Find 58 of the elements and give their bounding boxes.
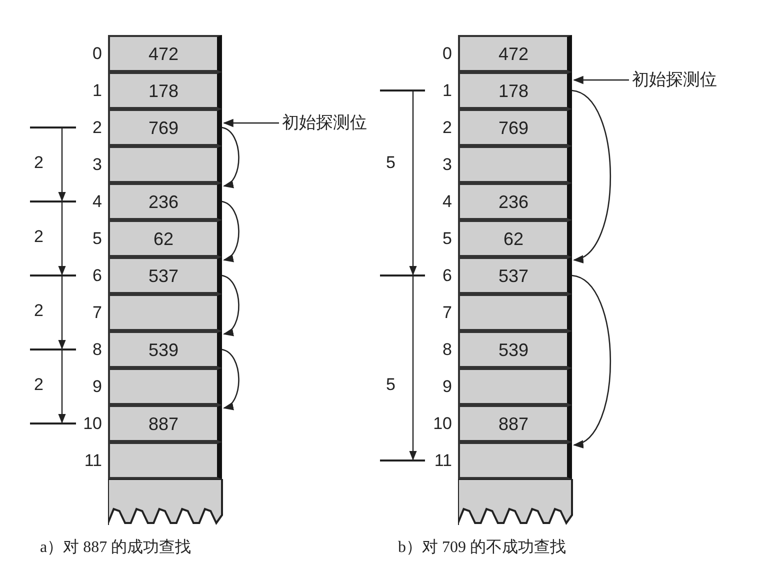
index-number: 6: [442, 267, 452, 284]
arrow: [222, 274, 240, 335]
index-number: 10: [83, 415, 102, 432]
index-number: 7: [442, 304, 452, 321]
cell-value: 539: [148, 340, 179, 358]
index-number: 8: [442, 341, 452, 358]
cell-value: 178: [148, 82, 179, 100]
step-label: 5: [386, 376, 396, 393]
index-number: 6: [92, 267, 102, 284]
step-label: 2: [34, 154, 44, 171]
cell-value: 539: [498, 340, 529, 358]
index-number: 10: [433, 415, 452, 432]
arrow: [572, 90, 612, 261]
cell-value: 472: [498, 44, 529, 62]
cell-value: 236: [498, 192, 529, 210]
step-label: 5: [386, 154, 396, 171]
index-number: 0: [92, 45, 102, 62]
index-number: 9: [442, 378, 452, 395]
index-number: 3: [442, 156, 452, 173]
step-label: 2: [34, 376, 44, 393]
cell-value: 769: [498, 118, 529, 136]
cell-value: 236: [148, 192, 179, 210]
pointer-label: 初始探测位: [282, 112, 367, 134]
cell-value: 769: [148, 118, 179, 136]
index-number: 4: [92, 193, 102, 210]
cell-value: 178: [498, 82, 529, 100]
caption: a）对 887 的成功查找: [40, 540, 192, 556]
index-number: 9: [92, 378, 102, 395]
index-number: 5: [442, 230, 452, 247]
index-number: 0: [442, 45, 452, 62]
arrow: [222, 118, 279, 128]
step-label: 2: [34, 302, 44, 319]
cell-value: 537: [498, 266, 529, 284]
index-number: 11: [84, 452, 102, 469]
index-number: 3: [92, 156, 102, 173]
cell-value: 62: [503, 230, 524, 248]
index-number: 2: [92, 119, 102, 136]
index-number: 11: [434, 452, 452, 469]
index-number: 4: [442, 193, 452, 210]
index-number: 8: [92, 341, 102, 358]
arrow: [572, 274, 612, 446]
caption: b）对 709 的不成功查找: [398, 540, 566, 556]
cell-value: 472: [148, 44, 179, 62]
index-number: 2: [442, 119, 452, 136]
arrow: [572, 76, 629, 84]
cell-value: 887: [498, 414, 529, 432]
cell-value: 537: [148, 266, 179, 284]
cell-value: 62: [153, 230, 174, 248]
index-number: 1: [92, 82, 102, 99]
index-number: 5: [92, 230, 102, 247]
index-number: 7: [92, 304, 102, 321]
step-label: 2: [34, 228, 44, 245]
arrow: [222, 126, 240, 187]
index-number: 1: [442, 82, 452, 99]
arrow: [222, 348, 240, 409]
pointer-label: 初始探测位: [632, 69, 717, 92]
cell-value: 887: [148, 414, 179, 432]
arrow: [222, 200, 240, 261]
